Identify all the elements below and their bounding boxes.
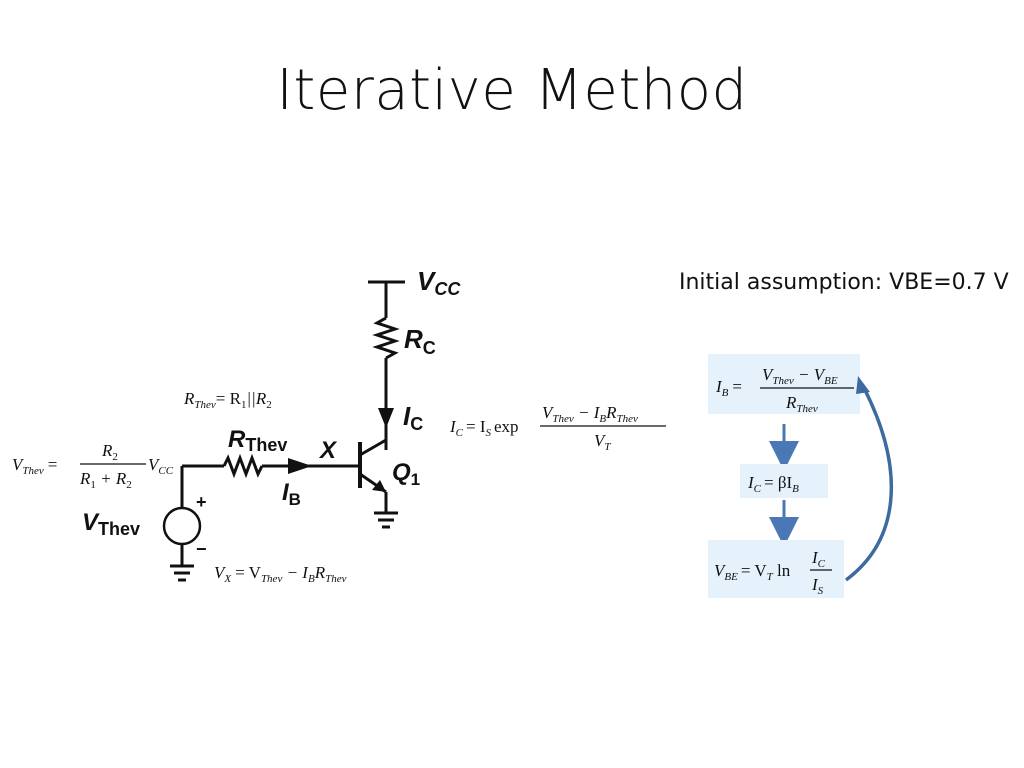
q1-label: Q1 xyxy=(392,459,420,489)
flow-box-ib: IB= VThev − VBE RThev xyxy=(708,354,860,415)
rthev-resistor xyxy=(222,453,264,479)
source-ground-icon xyxy=(170,564,194,582)
source-plus: + xyxy=(196,492,207,512)
vcc-label: VCC xyxy=(417,266,461,299)
svg-text:R1 + R2: R1 + R2 xyxy=(79,469,132,491)
svg-text:VThev=: VThev= xyxy=(12,455,57,477)
ic-arrow xyxy=(378,408,394,428)
rthev-label: RThev xyxy=(228,426,287,455)
vthev-label: VThev xyxy=(82,509,140,539)
ic-label: IC xyxy=(403,401,423,434)
ib-arrow xyxy=(288,458,312,474)
circuit-diagram: VCC RC IC Q1 RThev X IB + − xyxy=(82,266,461,582)
svg-text:IC= βIB: IC= βIB xyxy=(747,473,799,495)
vx-equation: VX= VThev − IBRThev xyxy=(214,563,347,585)
feedback-arrow xyxy=(844,389,894,582)
flow-box-ic: IC= βIB xyxy=(740,464,828,498)
svg-text:RThev: RThev xyxy=(785,393,818,415)
bjt-collector-leg xyxy=(359,438,387,457)
rc-resistor xyxy=(372,316,400,360)
svg-text:IC: IC xyxy=(811,548,826,570)
node-x-label: X xyxy=(318,437,338,464)
emitter-ground-icon xyxy=(374,511,398,529)
svg-text:VThev − VBE: VThev − VBE xyxy=(762,365,838,387)
slide-title: Iterative Method xyxy=(276,58,748,123)
svg-text:IB=: IB= xyxy=(715,377,742,399)
feedback-arrowhead xyxy=(856,376,870,394)
initial-assumption-text: Initial assumption: VBE=0.7 V xyxy=(679,270,1009,295)
flow-box-vbe: VBE= VT ln IC IS xyxy=(708,540,844,598)
svg-text:VBE= VT ln: VBE= VT ln xyxy=(714,561,791,583)
rc-label: RC xyxy=(404,324,436,358)
source-minus: − xyxy=(196,539,207,559)
bjt-emitter-arrow xyxy=(372,480,386,492)
svg-text:VCC: VCC xyxy=(148,455,174,477)
vthev-source-icon xyxy=(162,506,202,546)
svg-text:VThev − IBRThev: VThev − IBRThev xyxy=(542,403,638,425)
svg-text:R2: R2 xyxy=(101,441,118,463)
vthev-equation: VThev= R2 R1 + R2 VCC xyxy=(12,441,174,491)
svg-text:IS: IS xyxy=(811,575,824,597)
svg-text:VT: VT xyxy=(594,431,611,453)
rthev-equation: RThev= R1||R2 xyxy=(183,389,272,411)
ib-label: IB xyxy=(282,479,301,509)
